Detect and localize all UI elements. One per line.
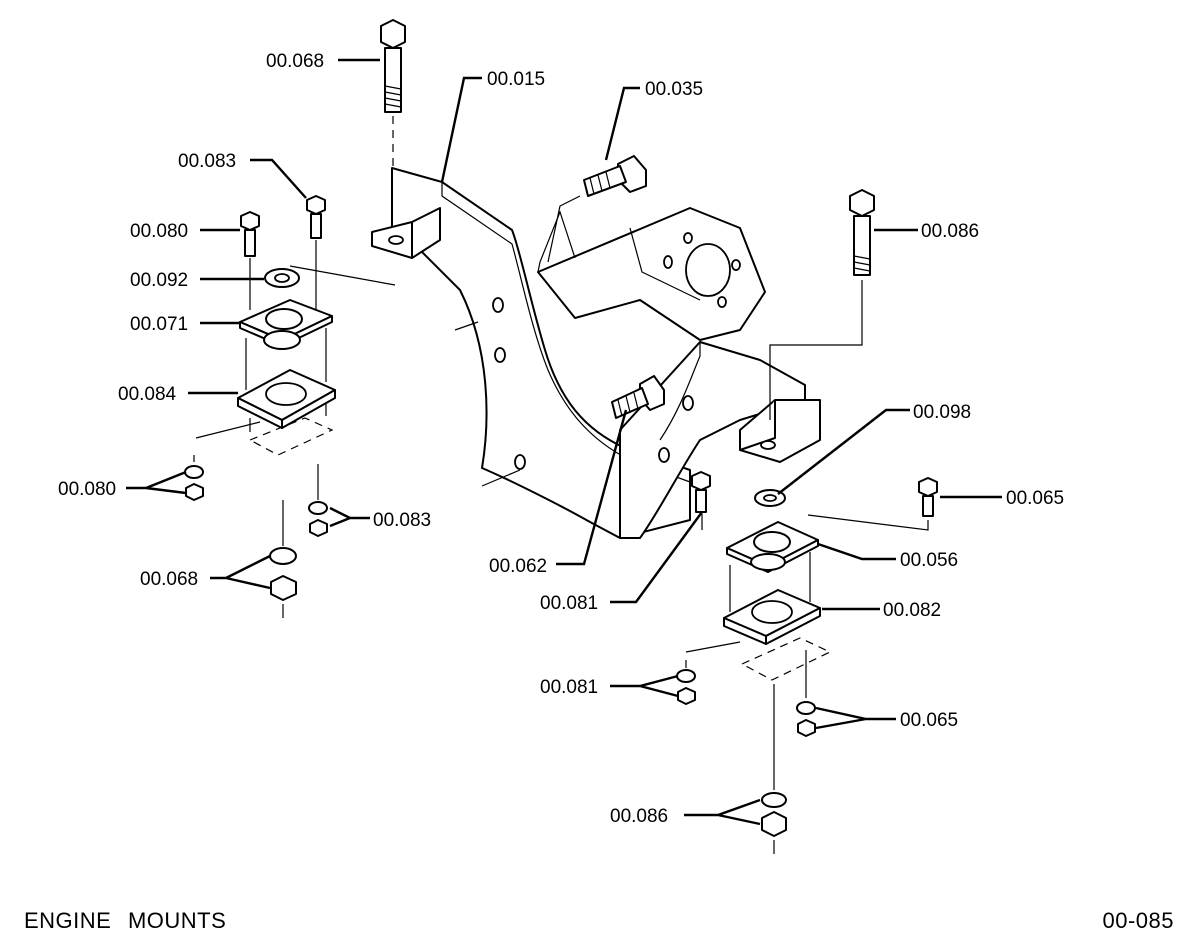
screw-right-a-icon (691, 471, 711, 513)
callout-screw-right-a: 00.081 (540, 593, 598, 614)
callout-bolt-top-left: 00.068 (266, 51, 324, 72)
mount-right-icon (726, 521, 819, 573)
bolt-top-left-icon (380, 19, 406, 113)
nuts-right-c-icon (761, 792, 787, 837)
callout-washer-left: 00.092 (130, 270, 188, 291)
callout-nuts-right-a: 00.081 (540, 677, 598, 698)
screw-right-b-icon (918, 477, 938, 517)
callout-nuts-left-b: 00.083 (373, 510, 431, 531)
diagram-title: ENGINE MOUNTS (24, 908, 227, 933)
callout-nuts-left-a: 00.080 (58, 479, 116, 500)
bolt-center-icon (611, 375, 665, 419)
bolt-bracket-icon (583, 155, 647, 197)
callout-washer-right: 00.098 (913, 402, 971, 423)
callout-nuts-right-c: 00.086 (610, 806, 668, 827)
callout-labels: 00.068 00.015 00.035 00.083 00.080 00.09… (58, 51, 1064, 827)
main-bracket (371, 167, 821, 539)
callout-screw-left-b: 00.083 (178, 151, 236, 172)
nuts-left-c-icon (269, 547, 297, 601)
callout-bolt-center: 00.062 (489, 556, 547, 577)
nuts-right-b-icon (796, 701, 816, 737)
callout-mount-left: 00.071 (130, 314, 188, 335)
plate-right-icon (723, 589, 821, 645)
leader-lines (126, 58, 1002, 826)
callout-plate-right: 00.082 (883, 600, 941, 621)
callout-nuts-right-b: 00.065 (900, 710, 958, 731)
bolt-top-right-icon (849, 189, 875, 276)
page-code: 00-085 (1102, 908, 1174, 933)
callout-screw-left-a: 00.080 (130, 221, 188, 242)
washer-left-icon (264, 268, 300, 288)
callout-nuts-left-c: 00.068 (140, 569, 198, 590)
nuts-right-a-icon (676, 669, 696, 705)
washer-right-icon (754, 489, 786, 507)
shadow-plate-right-icon (740, 637, 832, 681)
screw-left-b-icon (306, 195, 326, 239)
callout-bolt-top-right: 00.086 (921, 221, 979, 242)
callout-bracket-left: 00.015 (487, 69, 545, 90)
screw-left-a-icon (240, 211, 260, 257)
callout-screw-right-b: 00.065 (1006, 488, 1064, 509)
callout-bolt-bracket: 00.035 (645, 79, 703, 100)
nuts-left-b-icon (308, 501, 328, 537)
callout-plate-left: 00.084 (118, 384, 177, 405)
nuts-left-a-icon (184, 465, 204, 501)
mount-left-icon (239, 299, 333, 350)
plate-left-icon (237, 369, 336, 429)
assembly-centerlines (193, 116, 929, 854)
callout-mount-right: 00.056 (900, 550, 958, 571)
shadow-plate-left-icon (248, 417, 334, 456)
